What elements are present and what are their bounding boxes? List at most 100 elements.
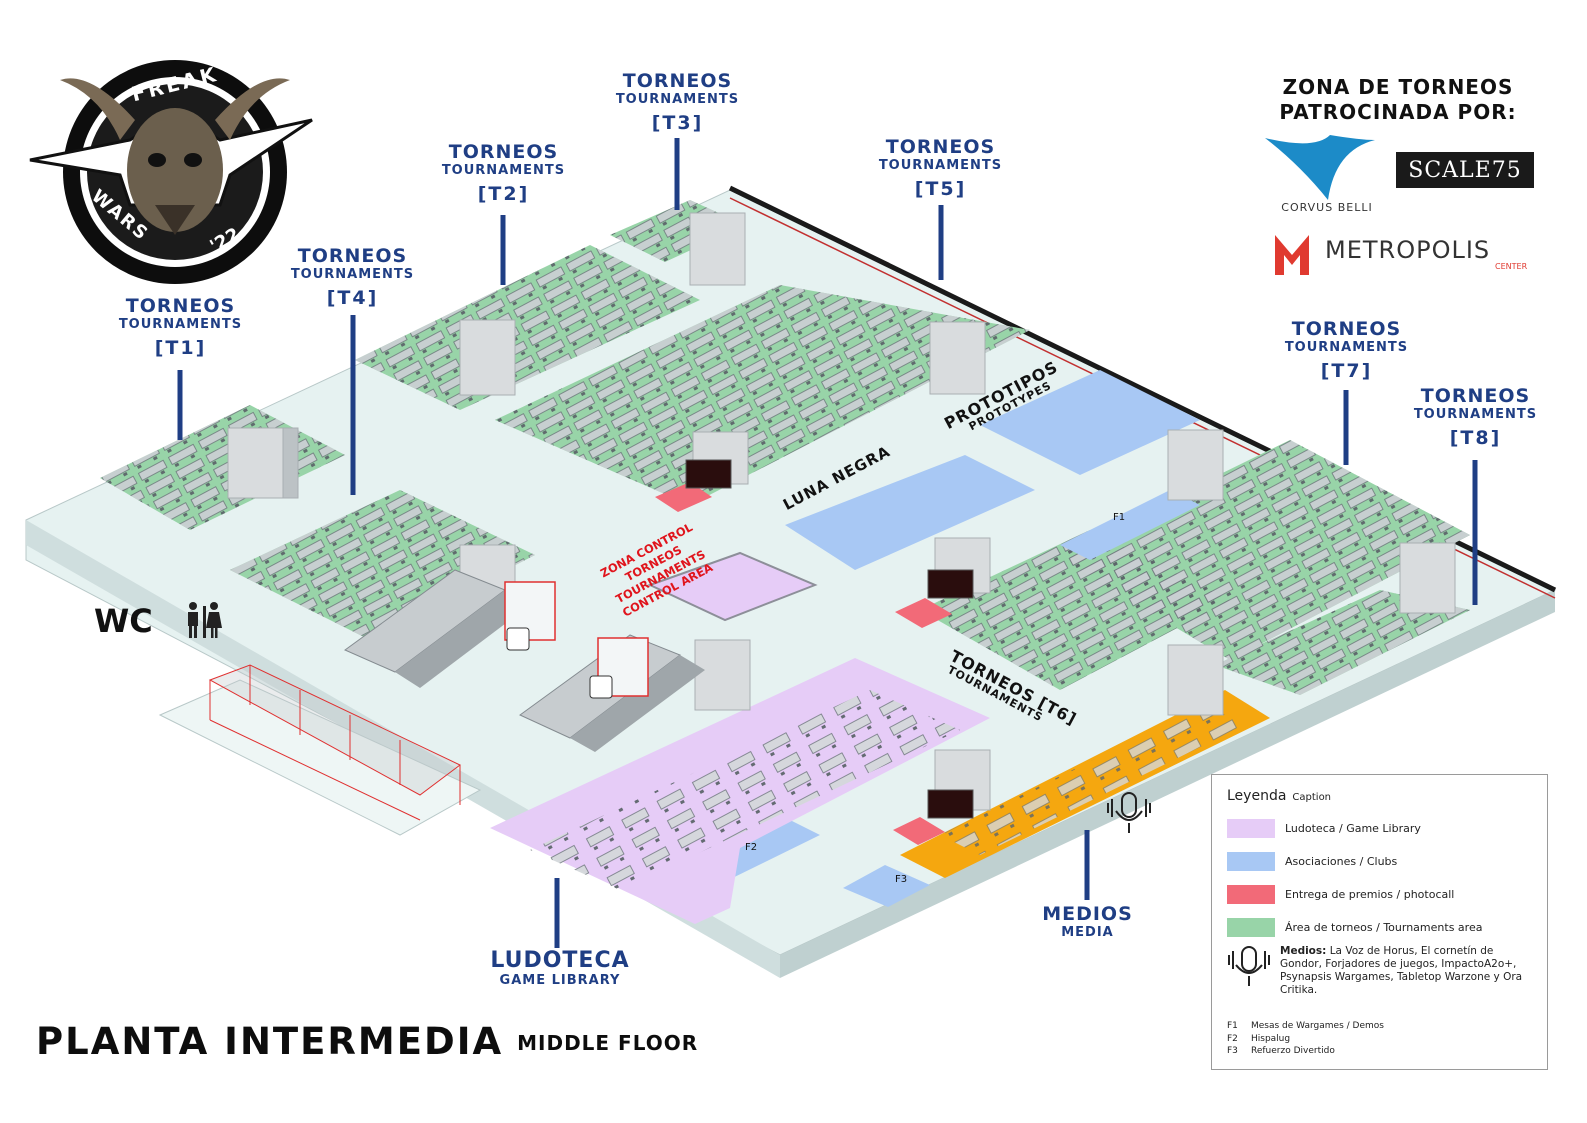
legend-label-tournaments: Área de torneos / Tournaments area xyxy=(1285,921,1483,934)
label-t1-en: TOURNAMENTS xyxy=(118,317,243,332)
screen-1 xyxy=(685,459,732,489)
label-t8-es: TORNEOS xyxy=(1420,385,1531,407)
label-t4-en: TOURNAMENTS xyxy=(290,267,415,282)
label-ludoteca-es: LUDOTECA xyxy=(490,948,630,973)
legend-label-clubs: Asociaciones / Clubs xyxy=(1285,855,1398,868)
scale75-logo xyxy=(1396,152,1534,188)
pointer-lines xyxy=(177,138,1478,948)
control-area xyxy=(647,551,818,622)
screen-2 xyxy=(927,569,974,599)
label-ludoteca-en: GAME LIBRARY xyxy=(499,973,621,988)
awards-zone-2 xyxy=(895,598,952,628)
legend-note-f2-text: Hispalug xyxy=(1251,1033,1291,1044)
legend-note-f3-code: F3 xyxy=(1227,1046,1238,1056)
label-t8: TORNEOS TOURNAMENTS [T8] xyxy=(1393,387,1558,448)
legend-note-f2: F2 Hispalug xyxy=(1227,1033,1384,1046)
sponsors-title-line1: ZONA DE TORNEOS xyxy=(1282,75,1514,99)
legend-note-f3-text: Refuerzo Divertido xyxy=(1251,1046,1335,1056)
legend-note-f1: F1 Mesas de Wargames / Demos xyxy=(1227,1020,1384,1033)
legend-label-ludoteca: Ludoteca / Game Library xyxy=(1285,822,1421,835)
awards-zone-3 xyxy=(893,817,945,845)
legend-media-list: La Voz de Horus, El cornetín de Gondor, … xyxy=(1280,945,1523,996)
label-t2-code: [T2] xyxy=(477,183,530,205)
legend-caption-text: Caption xyxy=(1292,792,1332,803)
label-t5-en: TOURNAMENTS xyxy=(878,158,1003,173)
label-t7-en: TOURNAMENTS xyxy=(1284,340,1409,355)
label-f1: F1 xyxy=(1113,512,1126,523)
label-t1-code: [T1] xyxy=(154,337,207,359)
sponsors-title-line2: PATROCINADA POR: xyxy=(1279,100,1517,124)
legend-swatch-ludoteca xyxy=(1227,819,1275,838)
legend-media-title: Medios: xyxy=(1280,945,1327,957)
legend-title-text: Leyenda xyxy=(1227,788,1287,804)
floor-slab-edge-right xyxy=(780,590,1555,978)
metropolis-sub-text: CENTER xyxy=(1495,262,1528,271)
label-t8-code: [T8] xyxy=(1449,427,1502,449)
screen-3 xyxy=(927,789,974,819)
label-wc: WC xyxy=(94,602,153,640)
floor-title-main: PLANTA INTERMEDIA xyxy=(36,1020,504,1063)
legend-swatch-awards xyxy=(1227,885,1275,904)
label-t7: TORNEOS TOURNAMENTS [T7] xyxy=(1264,320,1429,381)
floor-title: PLANTA INTERMEDIA MIDDLE FLOOR xyxy=(36,1020,698,1063)
area-f3 xyxy=(843,865,930,907)
label-t5-es: TORNEOS xyxy=(885,136,996,158)
label-t2-es: TORNEOS xyxy=(448,141,559,163)
legend-box: Leyenda Caption Ludoteca / Game Library A… xyxy=(1211,774,1548,1070)
corvus-belli-text: CORVUS BELLI xyxy=(1281,201,1373,214)
sponsors-title: ZONA DE TORNEOS PATROCINADA POR: xyxy=(1228,75,1568,125)
legend-note-f3: F3 Refuerzo Divertido xyxy=(1227,1045,1384,1058)
label-t4: TORNEOS TOURNAMENTS [T4] xyxy=(270,247,435,308)
corvus-belli-logo xyxy=(1265,135,1375,200)
freak-wars-logo xyxy=(29,60,313,284)
wc-icon xyxy=(188,602,222,638)
legend-microphone-icon xyxy=(1228,946,1270,986)
label-t5: TORNEOS TOURNAMENTS [T5] xyxy=(858,138,1023,199)
metropolis-text: METROPOLIS xyxy=(1325,236,1491,264)
label-t3-code: [T3] xyxy=(651,112,704,134)
legend-item-awards: Entrega de premios / photocall xyxy=(1227,885,1537,905)
label-t7-code: [T7] xyxy=(1320,360,1373,382)
area-f1 xyxy=(1060,490,1200,560)
legend-item-ludoteca: Ludoteca / Game Library xyxy=(1227,819,1537,839)
label-t2-en: TOURNAMENTS xyxy=(441,163,566,178)
metropolis-logo xyxy=(1275,235,1309,275)
legend-media-text: Medios: La Voz de Horus, El cornetín de … xyxy=(1280,945,1538,997)
legend-note-f2-code: F2 xyxy=(1227,1033,1238,1044)
legend-item-tournaments: Área de torneos / Tournaments area xyxy=(1227,918,1537,938)
legend-swatch-tournaments xyxy=(1227,918,1275,937)
legend-note-f1-text: Mesas de Wargames / Demos xyxy=(1251,1021,1384,1031)
elevator-icon-2 xyxy=(589,675,613,699)
label-t1-es: TORNEOS xyxy=(125,295,236,317)
awards-zone-1 xyxy=(655,482,712,512)
label-t4-code: [T4] xyxy=(326,287,379,309)
elevator-icon-1 xyxy=(506,627,530,651)
label-t4-es: TORNEOS xyxy=(297,245,408,267)
floor-title-sub: MIDDLE FLOOR xyxy=(517,1031,699,1055)
label-f2: F2 xyxy=(745,842,758,853)
label-t8-en: TOURNAMENTS xyxy=(1413,407,1538,422)
label-t3-en: TOURNAMENTS xyxy=(615,92,740,107)
label-t3: TORNEOS TOURNAMENTS [T3] xyxy=(595,72,760,133)
label-ludoteca: LUDOTECA GAME LIBRARY xyxy=(470,948,650,988)
microphone-icon xyxy=(1107,792,1151,833)
lower-floor-slab xyxy=(158,679,482,836)
lower-cage xyxy=(208,664,461,821)
legend-label-awards: Entrega de premios / photocall xyxy=(1285,888,1455,901)
label-t3-es: TORNEOS xyxy=(622,70,733,92)
pillars xyxy=(227,212,1456,811)
legend-item-clubs: Asociaciones / Clubs xyxy=(1227,852,1537,872)
legend-swatch-clubs xyxy=(1227,852,1275,871)
label-medios: MEDIOS MEDIA xyxy=(1020,905,1155,940)
label-t5-code: [T5] xyxy=(914,178,967,200)
area-luna-negra xyxy=(785,455,1035,570)
label-t7-es: TORNEOS xyxy=(1291,318,1402,340)
area-prototypes xyxy=(980,370,1200,475)
legend-notes: F1 Mesas de Wargames / Demos F2 Hispalug F… xyxy=(1227,1020,1384,1058)
legend-note-f1-code: F1 xyxy=(1227,1021,1238,1031)
label-t2: TORNEOS TOURNAMENTS [T2] xyxy=(421,143,586,204)
label-t1: TORNEOS TOURNAMENTS [T1] xyxy=(98,297,263,358)
label-f3: F3 xyxy=(895,874,908,885)
legend-title: Leyenda Caption xyxy=(1227,788,1331,804)
